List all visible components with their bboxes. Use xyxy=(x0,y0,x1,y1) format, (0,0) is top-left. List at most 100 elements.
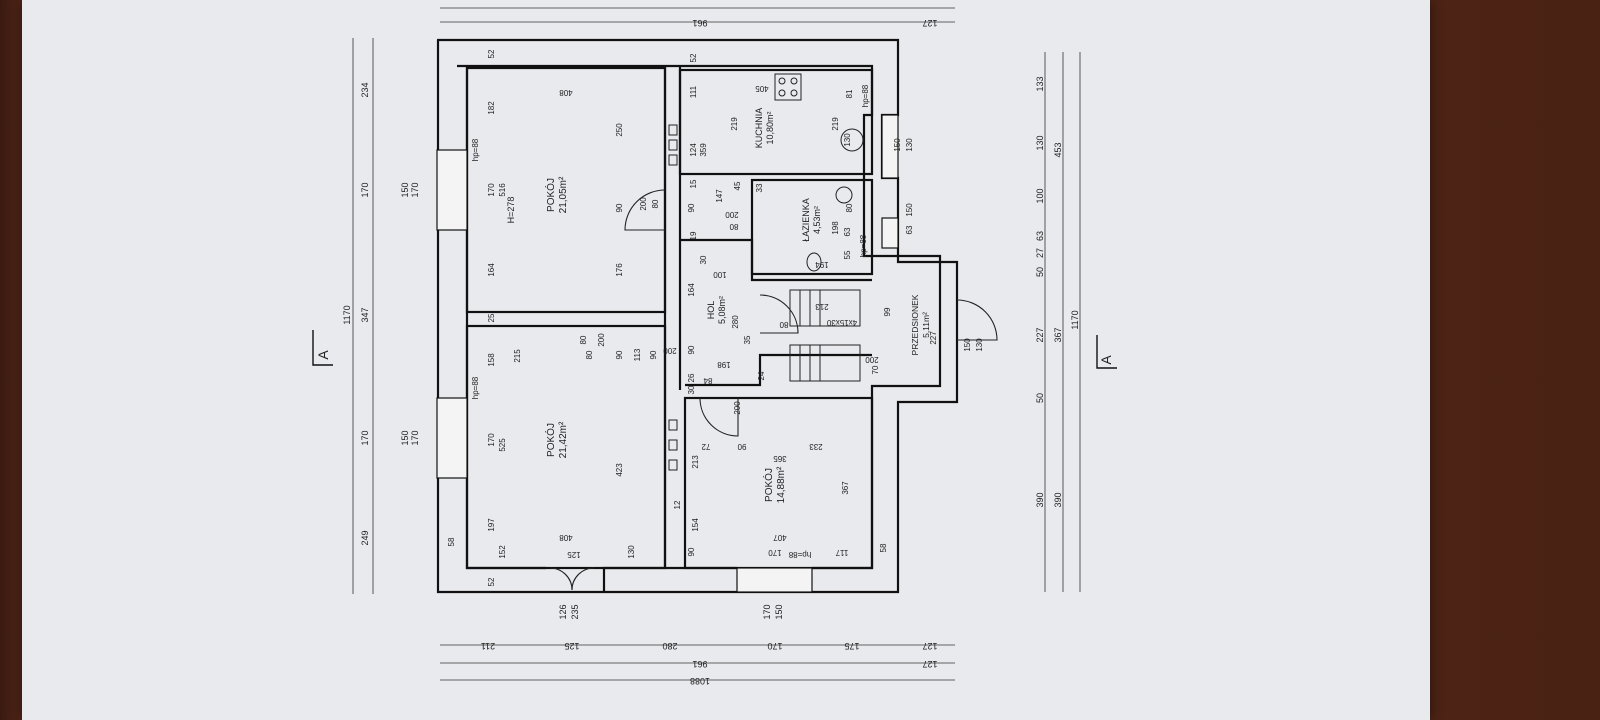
dim-inner: 80 xyxy=(579,335,588,344)
dim-right: 50 xyxy=(1035,393,1045,403)
room-przedsionek-area: 5,11m² xyxy=(921,312,931,338)
dim-left-total: 1170 xyxy=(342,305,352,324)
dim-inner: 152 xyxy=(498,545,507,559)
dim-bottom-total: 961 xyxy=(692,659,707,669)
dim-inner: hp=88 xyxy=(471,376,480,399)
dim-right-mid: 390 xyxy=(1053,492,1063,507)
dim-inner: 280 xyxy=(731,315,740,329)
dim-inner: 90 xyxy=(687,547,696,556)
dim-left: 347 xyxy=(360,307,370,322)
room-hol-area: 5,08m² xyxy=(717,296,727,324)
dim-inner: 200 xyxy=(639,197,648,211)
dim-inner: hp=88 xyxy=(788,550,811,559)
dim-inner: 170 xyxy=(487,433,496,447)
chimneys xyxy=(668,124,678,471)
dim-right: 130 xyxy=(1035,135,1045,150)
dim-inner: 80 xyxy=(779,320,788,329)
dim-inner: 90 xyxy=(687,345,696,354)
dim-top: 127 xyxy=(922,18,937,28)
dim-inner: hp=88 xyxy=(861,84,870,107)
dim-inner: 233 xyxy=(809,442,823,451)
dim-inner: 52 xyxy=(487,49,496,58)
fixtures xyxy=(774,73,864,272)
dim-inner: 200 xyxy=(597,333,606,347)
room-hol-name: HOL xyxy=(706,301,716,320)
dim-left: 249 xyxy=(360,530,370,545)
dim-inner: 147 xyxy=(715,189,724,203)
dim-inner: 113 xyxy=(633,348,642,361)
dim-inner: 80 xyxy=(585,350,594,359)
room-pokoj-top-area: 21,05m² xyxy=(558,176,569,213)
dim-inner: 80 xyxy=(651,199,660,208)
dim-inner: 130 xyxy=(975,338,984,352)
stove xyxy=(774,73,802,101)
dim-inner: 359 xyxy=(699,143,708,157)
stair-box-1 xyxy=(789,289,861,327)
stove-burner xyxy=(790,77,798,85)
chimney-cell xyxy=(668,459,678,471)
room-kuchnia-name: KUCHNIA xyxy=(754,108,764,149)
dim-left: 170 xyxy=(360,430,370,445)
entry-door-right xyxy=(571,567,595,591)
dim-right: 133 xyxy=(1035,76,1045,91)
washbasin xyxy=(835,186,853,204)
dim-inner: 213 xyxy=(691,455,700,469)
stair-box-2 xyxy=(789,344,861,382)
dim-inner: 150 xyxy=(905,203,914,217)
dim-inner: 200 xyxy=(733,401,742,415)
door-swing-2 xyxy=(759,294,799,334)
dim-inner: 227 xyxy=(929,331,938,345)
dim-inner: 30 xyxy=(687,385,696,394)
dim-inner: 33 xyxy=(755,183,764,192)
dim-left-window: 170 xyxy=(410,430,420,445)
dim-bottom: 211 xyxy=(481,641,495,651)
bottom-dimensions: 211 125 280 170 175 127 127 961 1088 961… xyxy=(481,18,938,686)
dim-door: 126 xyxy=(558,604,568,619)
dim-top: 961 xyxy=(692,18,707,28)
dim-inner: 365 xyxy=(773,454,787,463)
chimney-cell xyxy=(668,439,678,451)
dim-right: 100 xyxy=(1035,188,1045,203)
chimney-cell xyxy=(668,124,678,136)
dim-inner: 525 xyxy=(498,438,507,452)
paper-sheet xyxy=(22,0,1430,720)
dim-inner: 25 xyxy=(487,313,496,322)
dim-inner: 158 xyxy=(487,353,496,367)
sink xyxy=(840,128,864,152)
door-swing-3 xyxy=(699,397,739,437)
doors xyxy=(549,189,998,591)
dim-inner: 164 xyxy=(687,283,696,297)
dim-inner: 72 xyxy=(701,442,710,451)
dim-left: 234 xyxy=(360,82,370,97)
dim-inner: 170 xyxy=(768,548,782,557)
room-pokoj-right-name: POKÓJ xyxy=(762,468,775,502)
dim-right: 63 xyxy=(1035,231,1045,241)
dim-inner: 111 xyxy=(689,85,698,98)
dim-inner: 90 xyxy=(615,350,624,359)
dim-inner: 80 xyxy=(845,203,854,212)
window-bottom xyxy=(736,567,813,593)
room-labels: POKÓJ 21,05m² H=278 POKÓJ 21,42m² POKÓJ … xyxy=(506,108,931,504)
dim-door: 235 xyxy=(570,604,580,619)
dim-inner: 124 xyxy=(689,143,698,157)
windows xyxy=(436,114,899,593)
dim-inner: 24 xyxy=(757,371,766,380)
dim-inner: 52 xyxy=(487,577,496,586)
dim-inner: 80 xyxy=(729,222,738,231)
dim-inner: 194 xyxy=(815,260,829,269)
dimension-lines xyxy=(352,7,1081,681)
dim-right: 227 xyxy=(1035,327,1045,342)
room-pokoj-top-name: POKÓJ xyxy=(544,178,557,212)
dim-inner: 367 xyxy=(841,481,850,495)
window-left-top xyxy=(436,149,468,231)
room-pokoj-top-height: H=278 xyxy=(506,197,516,224)
dim-bottom-total: 127 xyxy=(922,659,937,669)
dim-inner: 198 xyxy=(831,221,840,235)
dim-right-mid: 453 xyxy=(1053,142,1063,157)
dim-window: 170 xyxy=(762,604,772,619)
dim-bottom-total: 1088 xyxy=(690,676,710,686)
stove-burner xyxy=(778,77,786,85)
dim-inner: 197 xyxy=(487,518,496,532)
dim-inner: hp=88 xyxy=(471,138,480,161)
